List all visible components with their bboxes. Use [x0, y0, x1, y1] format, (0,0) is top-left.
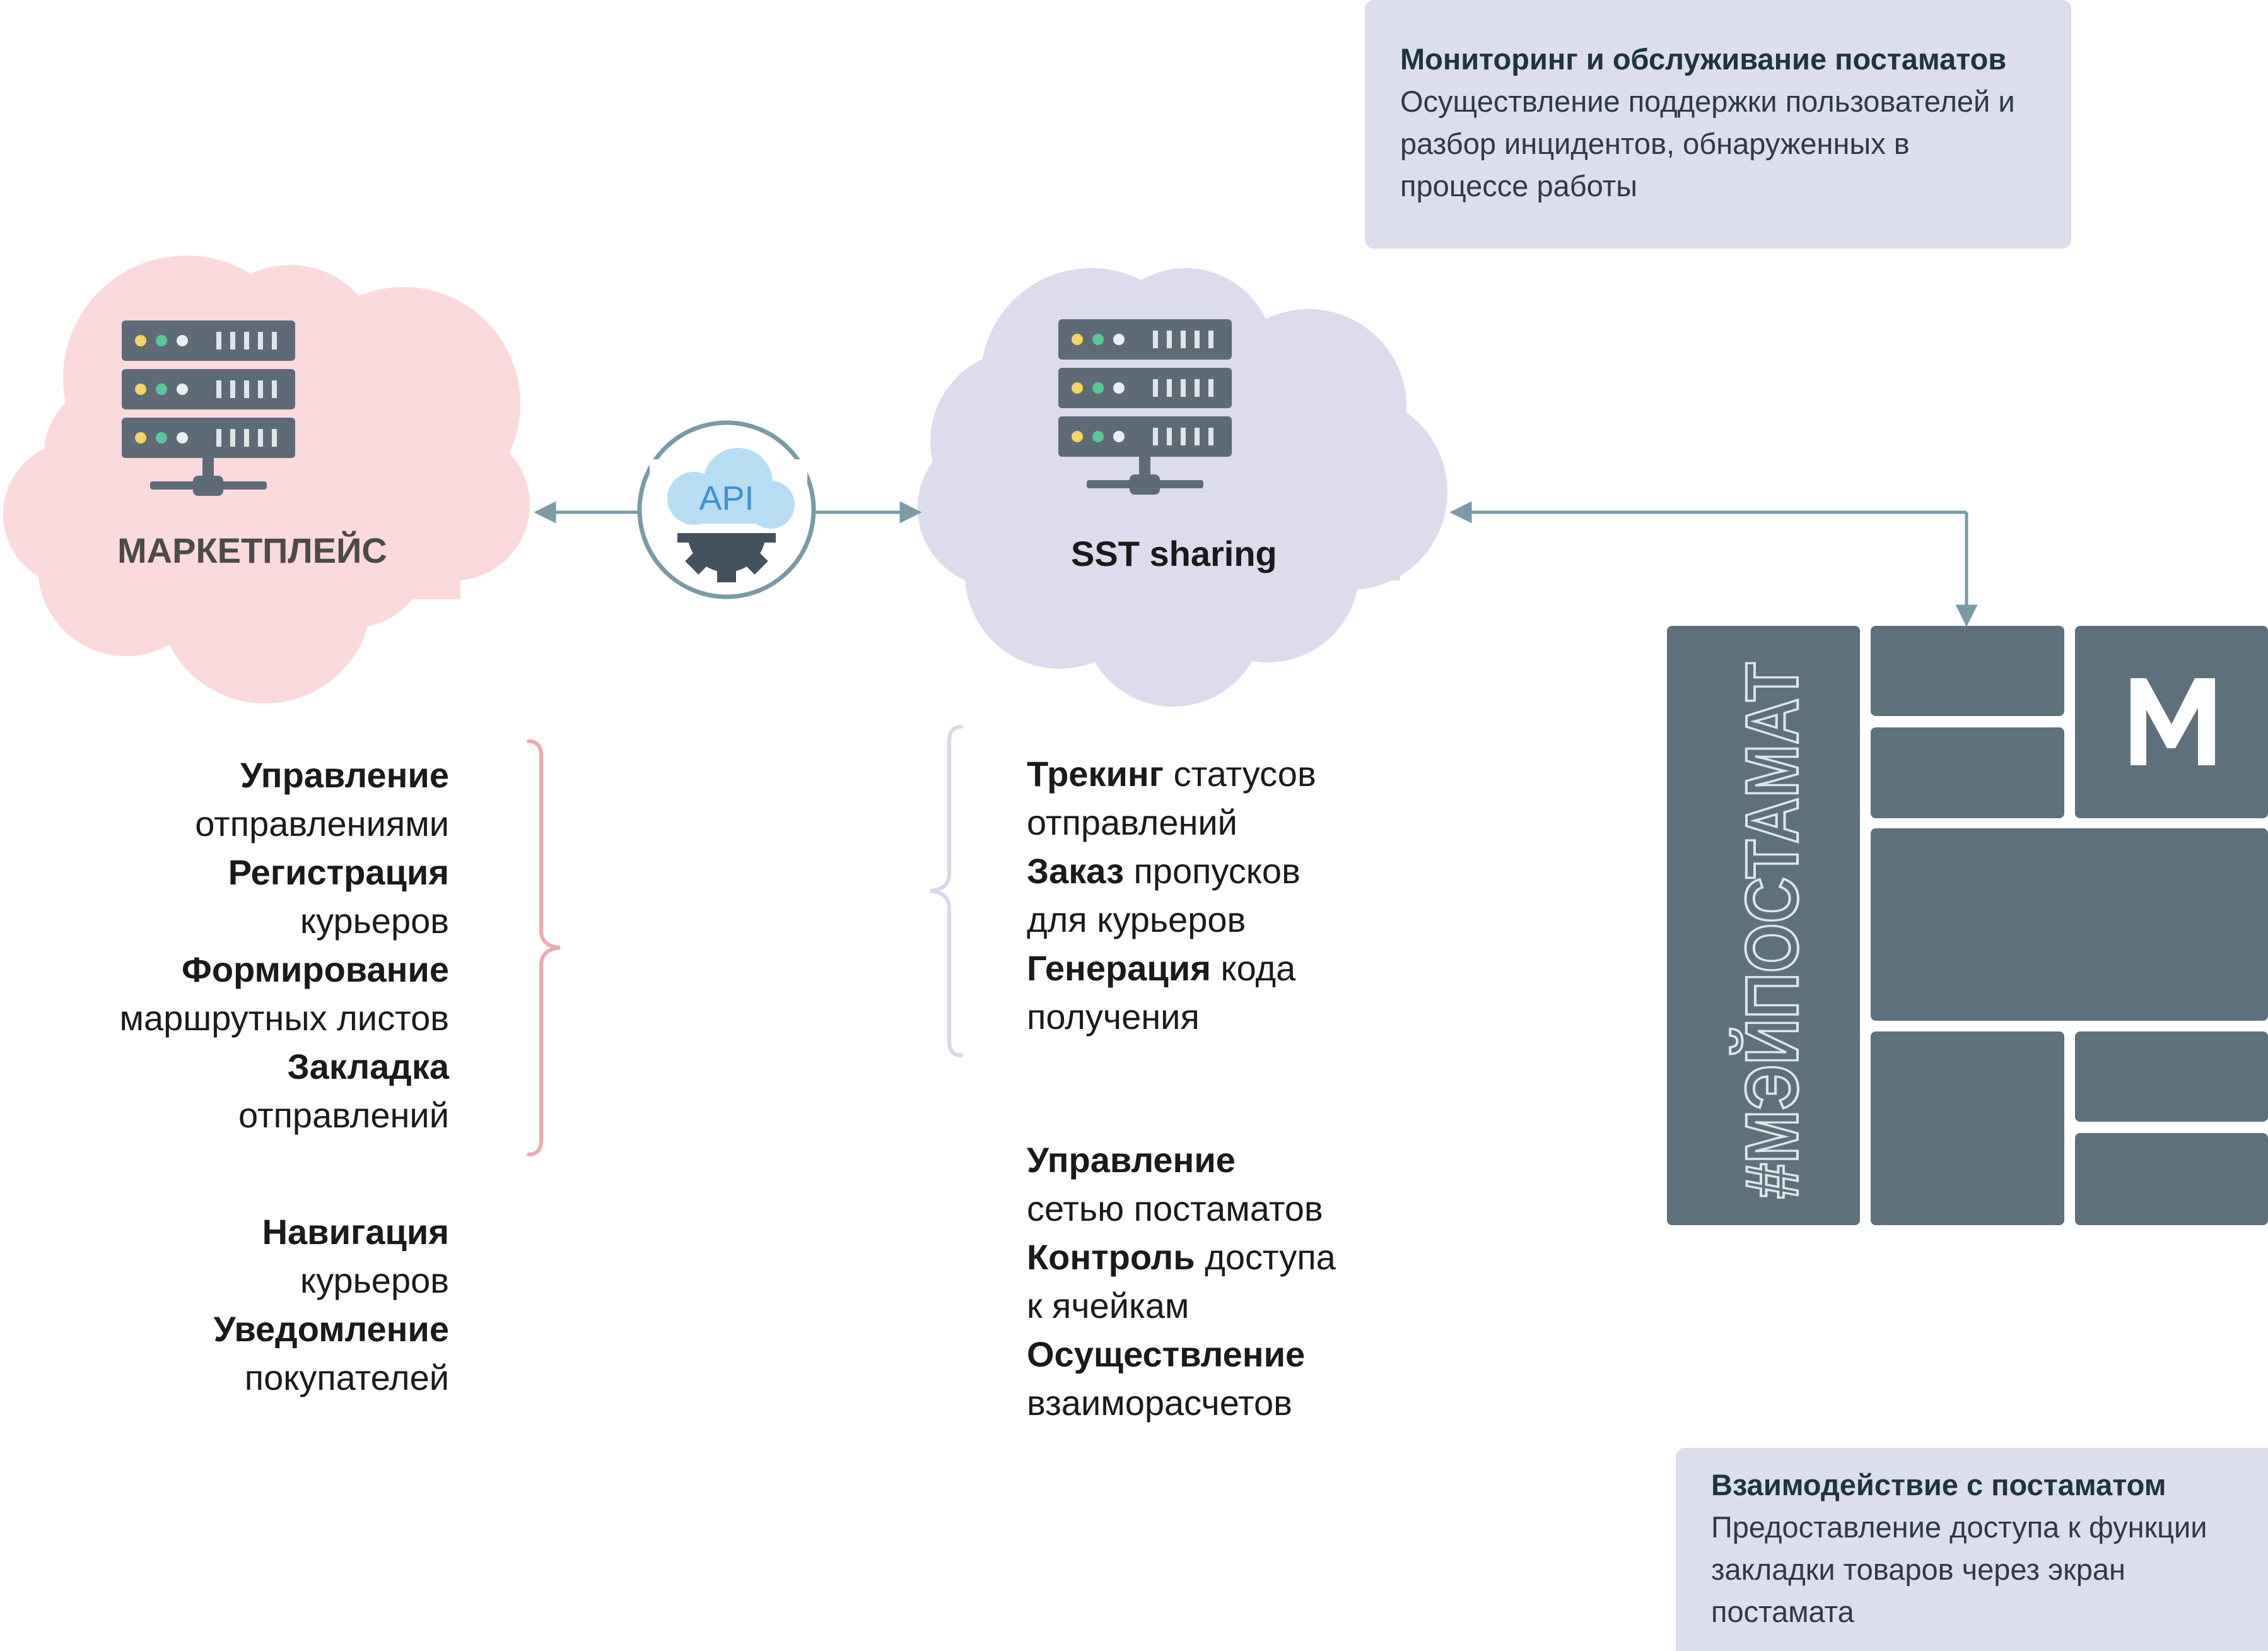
marketplace-features-group1: Управление отправлениями Регистрация кур… [63, 751, 449, 1139]
marketplace-cloud [3, 256, 530, 703]
feature-item: Осуществление взаиморасчетов [1027, 1334, 1306, 1423]
marketplace-label: МАРКЕТПЛЕЙС [117, 531, 387, 570]
feature-item: Трекинг статусов отправлений [1027, 754, 1316, 842]
postamat-interaction-info-box: Взаимодействие с постаматом Предоставлен… [1676, 1448, 2268, 1651]
feature-item: Уведомление покупателей [213, 1309, 449, 1397]
sst-label: SST sharing [1071, 534, 1277, 573]
feature-item: Генерация кода получения [1027, 948, 1296, 1037]
brace-icon [527, 739, 561, 1156]
feature-item: Закладка отправлений [238, 1047, 449, 1135]
feature-item: Контроль доступа к ячейкам [1027, 1237, 1336, 1325]
feature-item: Заказ пропусков для курьеров [1027, 851, 1301, 939]
postamat-illustration [1667, 626, 2268, 1225]
marketplace-features-group2: Навигация курьеров Уведомление покупател… [63, 1207, 449, 1402]
api-label: API [699, 479, 754, 517]
monitoring-info-box: Мониторинг и обслуживание постаматов Осу… [1365, 0, 2071, 249]
postamat-logo-icon [2131, 678, 2215, 765]
feature-item: Регистрация курьеров [228, 852, 449, 941]
arrow-icon [534, 501, 1978, 627]
monitoring-text: Осуществление поддержки пользователей и … [1400, 85, 2015, 203]
sst-features-group2: Управление сетью постаматов Контроль дос… [1027, 1136, 1481, 1427]
api-cloud-gear-icon [637, 420, 816, 599]
feature-item: Управление сетью постаматов [1027, 1140, 1323, 1228]
feature-item: Формирование маршрутных листов [119, 949, 449, 1038]
feature-item: Навигация курьеров [262, 1212, 449, 1300]
interaction-title: Взаимодействие с постаматом [1711, 1468, 2166, 1501]
interaction-text: Предоставление доступа к функции закладк… [1711, 1510, 2207, 1628]
monitoring-title: Мониторинг и обслуживание постаматов [1400, 42, 2007, 76]
postamat-brand-text: #МЭЙПОСТАМАТ [1729, 662, 1814, 1199]
brace-icon [930, 725, 963, 1057]
sst-features-group1: Трекинг статусов отправлений Заказ пропу… [1027, 749, 1481, 1041]
feature-item: Управление отправлениями [195, 755, 449, 843]
